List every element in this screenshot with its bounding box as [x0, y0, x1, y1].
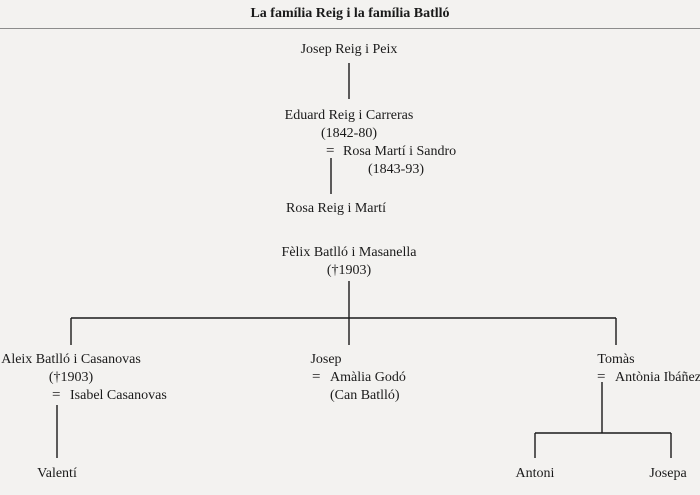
person-rosa-marti: Rosa Martí i Sandro [343, 144, 457, 159]
person-felix-batllo: Fèlix Batlló i Masanella [281, 245, 417, 260]
marriage-symbol-josep: = [312, 369, 321, 385]
title-divider [0, 28, 700, 29]
person-aleix-batllo: Aleix Batlló i Casanovas [1, 352, 141, 367]
person-eduard-reig: Eduard Reig i Carreras [284, 108, 414, 123]
person-antoni: Antoni [515, 466, 555, 481]
dates-aleix-batllo: (†1903) [48, 370, 94, 385]
person-josep: Josep [310, 352, 342, 367]
dates-felix-batllo: (†1903) [326, 263, 372, 278]
dates-rosa-marti: (1843-93) [368, 162, 424, 177]
dates-eduard-reig: (1842-80) [321, 126, 377, 141]
marriage-symbol-eduard: = [326, 143, 335, 159]
person-isabel-casanovas: Isabel Casanovas [70, 388, 167, 403]
person-josep-reig: Josep Reig i Peix [300, 42, 398, 57]
diagram-title: La família Reig i la família Batlló [250, 6, 450, 21]
label-can-batllo: (Can Batlló) [330, 388, 400, 403]
person-josepa: Josepa [649, 466, 687, 481]
marriage-symbol-aleix: = [52, 387, 61, 403]
marriage-symbol-tomas: = [597, 369, 606, 385]
person-rosa-reig: Rosa Reig i Martí [286, 201, 386, 216]
person-tomas: Tomàs [597, 352, 635, 367]
person-antonia-ibanez: Antònia Ibáñez [615, 370, 700, 385]
person-amalia-godo: Amàlia Godó [330, 370, 406, 385]
person-valenti: Valentí [37, 466, 77, 481]
